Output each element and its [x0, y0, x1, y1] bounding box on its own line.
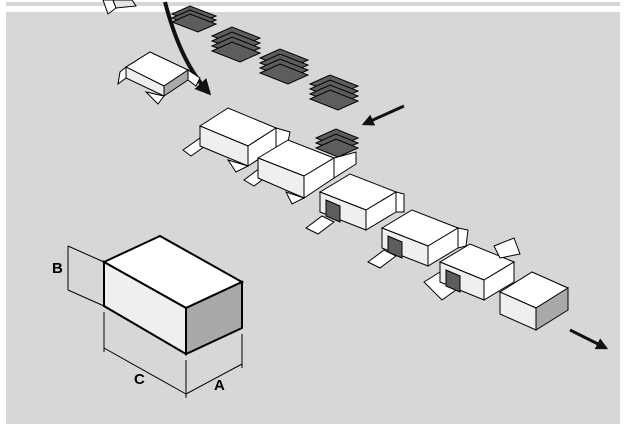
background-panel: [6, 12, 620, 424]
dimension-label-width: A: [214, 377, 225, 394]
dimension-label-height: B: [52, 260, 63, 277]
dimension-label-length: C: [134, 371, 145, 388]
top-strip: [6, 2, 620, 6]
